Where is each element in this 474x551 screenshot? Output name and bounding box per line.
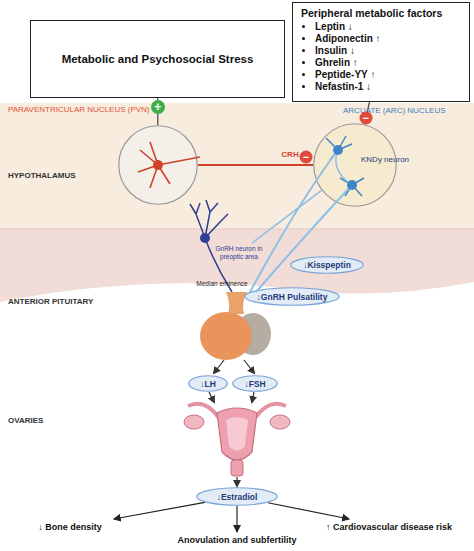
node-subtext: Peptide-YY ↑	[315, 69, 461, 81]
structure-label: Median eminence	[196, 280, 247, 287]
hormone-oval: ↓Estradiol	[196, 487, 278, 506]
pvn-neuron	[138, 142, 200, 188]
node-text: ↓ Bone density	[38, 522, 102, 532]
uterus-ovaries	[184, 404, 290, 476]
inhibition-sign: −	[300, 151, 313, 164]
hormone-arrow	[252, 392, 254, 402]
node-outline	[313, 123, 397, 207]
node-outline	[118, 125, 198, 205]
node-text: Anovulation and subfertility	[177, 535, 296, 545]
node-text: ARCUATE (ARC) NUCLEUS	[343, 106, 446, 115]
hormone-oval: ↓GnRH Pulsatility	[244, 287, 340, 306]
outcome-arrow	[268, 503, 349, 519]
node-text: ↓LH	[200, 379, 216, 389]
outcome-arrow	[114, 502, 205, 519]
arc-nucleus: ARCUATE (ARC) NUCLEUSKNDy neuron	[313, 123, 397, 207]
outcome-text: ↑ Cardiovascular disease risk	[308, 519, 470, 535]
region-label: OVARIES	[8, 416, 98, 426]
hormone-arrow	[214, 360, 224, 373]
tissue-band	[0, 229, 474, 302]
hormone-oval: ↓LH	[188, 375, 228, 392]
hormone-arrow	[209, 392, 214, 402]
hypothalamus-band	[0, 103, 474, 229]
node-subtext: Leptin ↓	[315, 21, 461, 33]
edge-label: +	[151, 100, 165, 114]
stressor-box: Metabolic and Psychosocial Stress	[30, 20, 285, 98]
node-subtext: Insulin ↓	[315, 45, 461, 57]
node-subtext: Adiponectin ↑	[315, 33, 461, 45]
outcome-arrow	[236, 506, 237, 532]
hormone-oval: ↓Kisspeptin	[290, 256, 364, 274]
node-subtext: Nefastin-1 ↓	[315, 81, 461, 93]
region-label: ANTERIOR PITUITARY	[8, 297, 98, 307]
neuron-label: GnRH neuron in preoptic area	[208, 243, 270, 263]
node-text: Peripheral metabolic factors	[301, 7, 461, 19]
node-text: Metabolic and Psychosocial Stress	[62, 53, 254, 65]
node-text: ↓FSH	[244, 379, 265, 389]
kndy-neuron	[250, 136, 364, 292]
node-text: ↓GnRH Pulsatility	[257, 292, 328, 302]
hormone-arrow	[236, 477, 237, 486]
edge-label: −	[359, 111, 372, 124]
node-text: GnRH neuron in preoptic area	[208, 245, 270, 261]
kndy-projection	[252, 190, 321, 243]
region-label: HYPOTHALAMUS	[8, 171, 98, 181]
crh-axon	[198, 164, 313, 166]
band-border	[0, 229, 474, 230]
node-text: ↑ Cardiovascular disease risk	[326, 522, 452, 532]
hormone-arrow	[244, 360, 254, 373]
hormone-oval: ↓FSH	[232, 375, 278, 392]
node-text: ↓Kisspeptin	[303, 260, 351, 270]
edge-label: CRH	[281, 150, 298, 159]
node-subtext: Ghrelin ↑	[315, 57, 461, 69]
factor-list-box: Peripheral metabolic factorsLeptin ↓Adip…	[292, 2, 470, 102]
outcome-text: Anovulation and subfertility	[160, 532, 314, 548]
node-text: ↓Estradiol	[217, 492, 258, 502]
outcome-text: ↓ Bone density	[12, 519, 128, 535]
node-text: PARAVENTRICULAR NUCLEUS (PVN)	[8, 105, 150, 114]
node-subtext: KNDy neuron	[361, 155, 409, 164]
pvn-nucleus: PARAVENTRICULAR NUCLEUS (PVN)	[118, 125, 198, 205]
